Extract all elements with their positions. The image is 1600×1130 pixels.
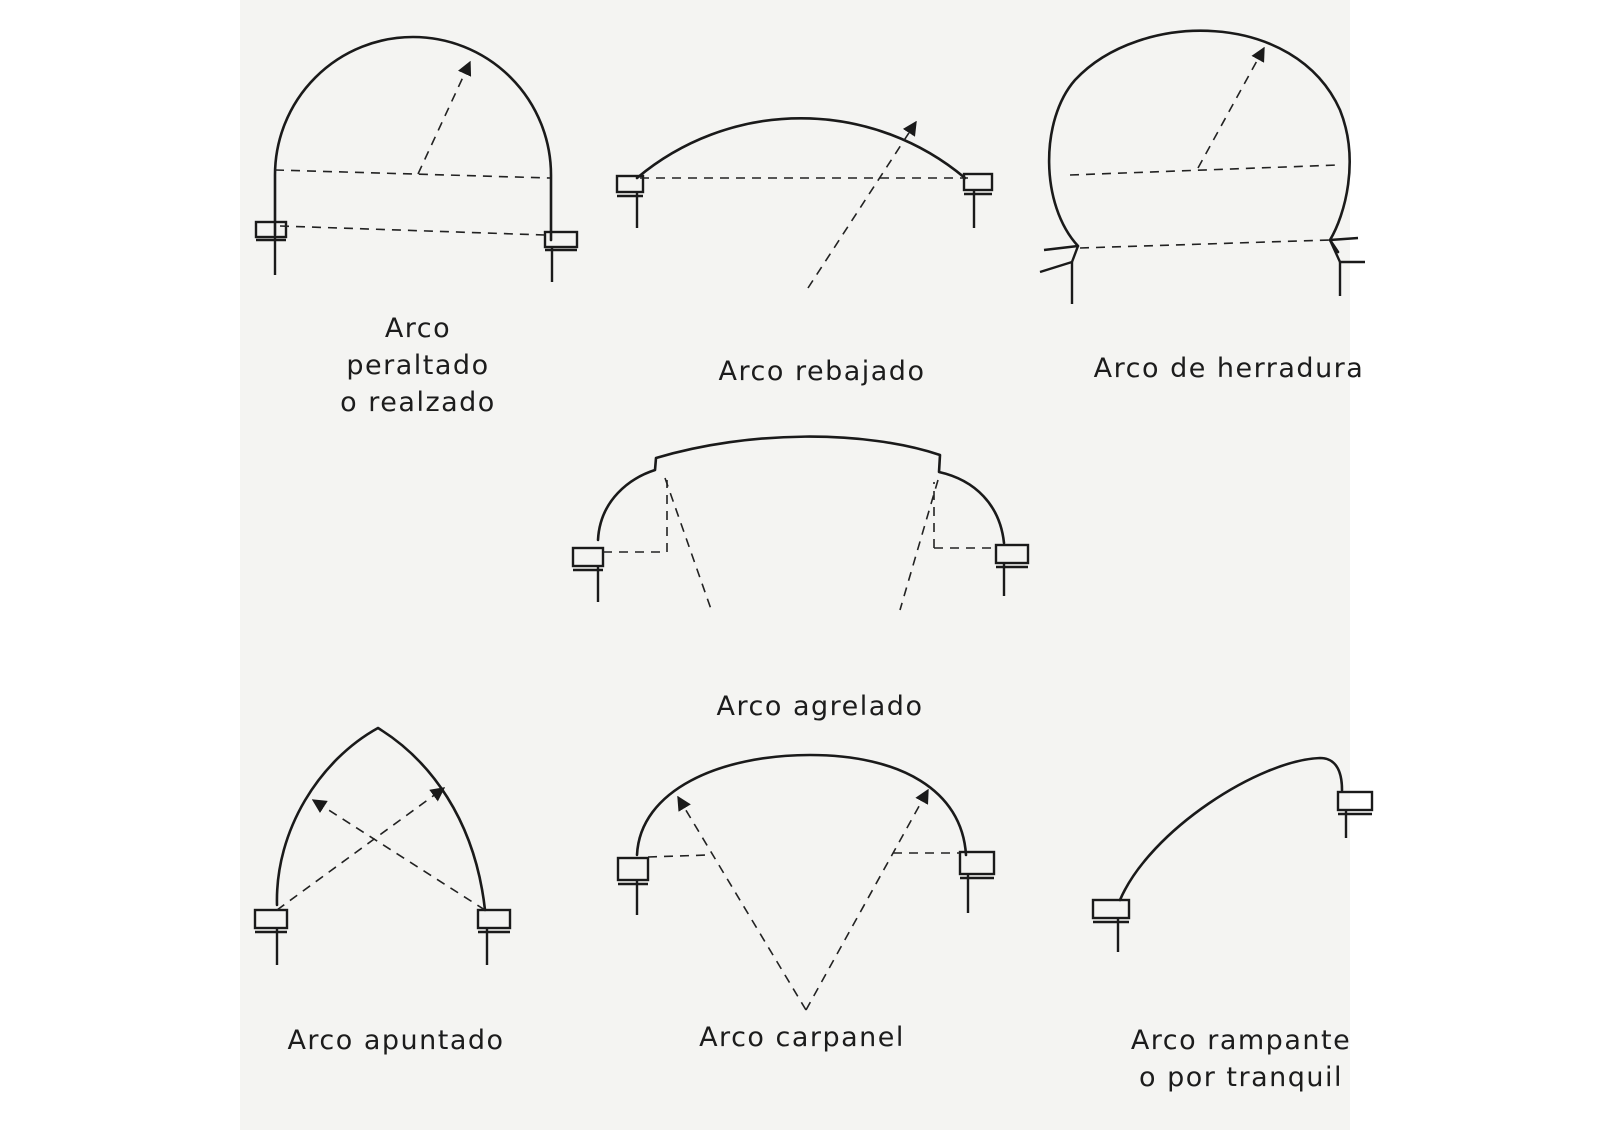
arch-peraltado-figure xyxy=(254,35,579,282)
label-line: Arco de herradura xyxy=(1093,353,1365,384)
label-line: o realzado xyxy=(340,387,496,418)
arch-agrelado-figure xyxy=(571,435,1030,613)
paper-background xyxy=(240,0,1350,1130)
label-line: o por tranquil xyxy=(1138,1062,1344,1093)
arch-herradura-figure xyxy=(1039,29,1365,304)
label-line: Arco rampante xyxy=(1130,1025,1352,1056)
label-line: Arco apuntado xyxy=(287,1025,505,1056)
label-arco-carpanel: Arco carpanel xyxy=(699,1019,905,1056)
arch-rebajado-figure xyxy=(615,117,994,289)
arch-carpanel-figure xyxy=(616,753,996,1011)
label-arco-peraltado: Arco peraltado o realzado xyxy=(340,310,496,421)
label-line: Arco agrelado xyxy=(716,691,924,722)
label-arco-rebajado: Arco rebajado xyxy=(719,353,926,390)
label-arco-rampante: Arco rampante o por tranquil xyxy=(1131,1022,1351,1096)
label-arco-herradura: Arco de herradura xyxy=(1094,350,1365,387)
arch-apuntado-figure xyxy=(253,726,512,965)
arch-rampante-figure xyxy=(1091,756,1374,952)
label-arco-apuntado: Arco apuntado xyxy=(287,1022,504,1059)
label-line: Arco carpanel xyxy=(699,1022,905,1053)
label-line: Arco rebajado xyxy=(718,356,926,387)
label-line: peraltado xyxy=(346,350,490,381)
label-line: Arco xyxy=(384,313,452,344)
label-arco-agrelado: Arco agrelado xyxy=(717,688,924,725)
